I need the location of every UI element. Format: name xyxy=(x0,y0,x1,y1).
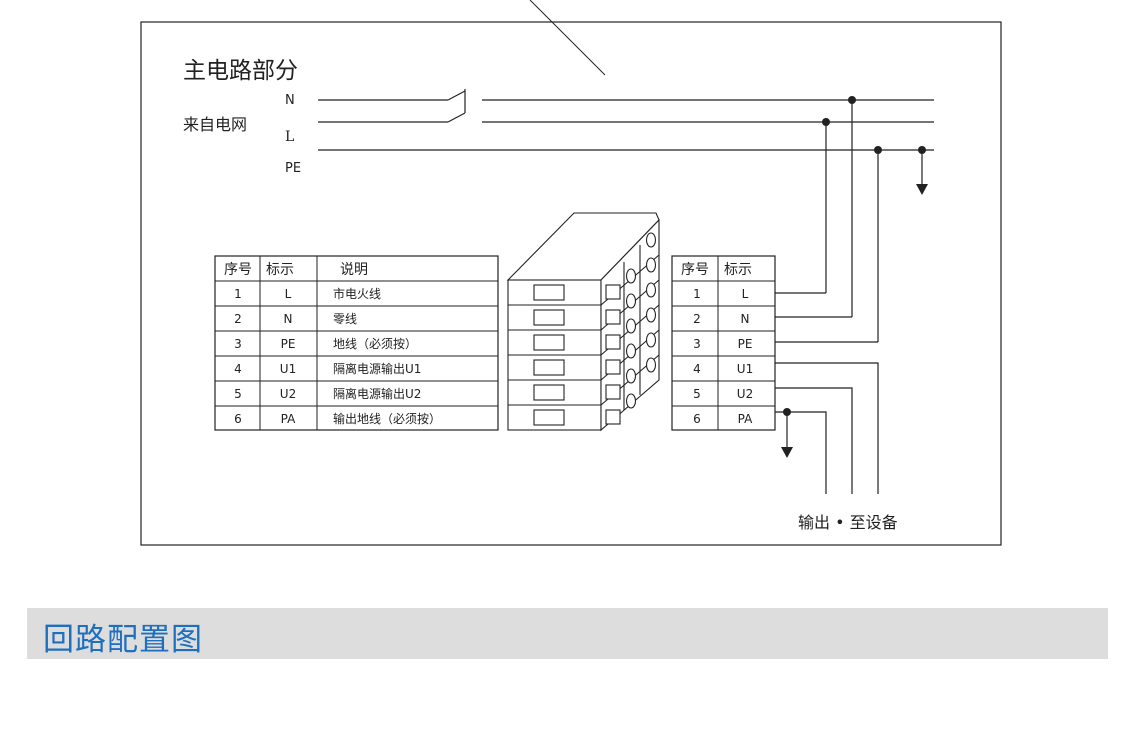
table-cell: 地线（必须按） xyxy=(333,337,417,351)
table-cell: PE xyxy=(281,337,296,351)
table-cell: 4 xyxy=(693,362,701,376)
table-cell: 输出地线（必须按） xyxy=(333,411,441,426)
table-cell: 2 xyxy=(234,312,242,326)
right-terminal-table: 序号 标示 1 L 2 N 3 PE 4 U1 5 U2 6 PA xyxy=(671,255,776,431)
table-cell: 6 xyxy=(693,412,701,426)
table-cell: 4 xyxy=(234,362,242,376)
table-cell: U1 xyxy=(737,362,753,376)
table-cell: 3 xyxy=(693,337,701,351)
table-cell: U1 xyxy=(280,362,296,376)
left-table-header-desc: 说明 xyxy=(340,262,368,278)
table-cell: PA xyxy=(281,412,296,426)
diagram-title: 主电路部分 xyxy=(183,58,298,84)
left-table-header-mark: 标示 xyxy=(266,262,294,278)
left-table-header-index: 序号 xyxy=(224,262,252,278)
section-title: 回路配置图 xyxy=(43,622,203,658)
line-label-pe: PE xyxy=(285,161,301,176)
right-table-header-index: 序号 xyxy=(681,262,709,278)
table-cell: L xyxy=(742,287,749,301)
table-cell: 隔离电源输出U1 xyxy=(333,361,421,376)
left-terminal-table: 序号 标示 说明 1 L 市电火线 2 N 零线 3 PE 地线（必须按） 4 … xyxy=(214,255,499,431)
supply-lines xyxy=(318,89,934,342)
line-label-n: N xyxy=(285,93,295,108)
table-cell: U2 xyxy=(737,387,753,401)
diagram-frame xyxy=(140,21,1002,546)
table-cell: 1 xyxy=(234,287,242,301)
table-cell: PA xyxy=(738,412,753,426)
wiring-diagram: 主电路部分 来自电网 N L PE 输出 • 至设备 xyxy=(140,0,1002,546)
table-cell: 零线 xyxy=(333,312,357,326)
output-wiring xyxy=(775,292,879,494)
junction-dots xyxy=(783,96,926,416)
table-cell: PE xyxy=(738,337,753,351)
right-table-header-mark: 标示 xyxy=(724,262,752,278)
table-cell: 隔离电源输出U2 xyxy=(333,386,421,401)
section-banner: 回路配置图 xyxy=(27,608,1108,659)
output-label: 输出 • 至设备 xyxy=(798,513,898,532)
table-cell: 6 xyxy=(234,412,242,426)
terminal-block-illustration xyxy=(506,212,660,432)
table-cell: U2 xyxy=(280,387,296,401)
source-label: 来自电网 xyxy=(183,115,247,134)
table-cell: 5 xyxy=(234,387,242,401)
table-cell: 1 xyxy=(693,287,701,301)
table-cell: 市电火线 xyxy=(333,286,381,301)
table-cell: 5 xyxy=(693,387,701,401)
table-cell: N xyxy=(284,312,293,326)
line-label-l: L xyxy=(285,129,294,145)
table-cell: N xyxy=(741,312,750,326)
table-cell: L xyxy=(285,287,292,301)
ground-arrow-icon xyxy=(781,447,793,458)
table-cell: 3 xyxy=(234,337,242,351)
leader-line xyxy=(529,0,606,76)
ground-arrow-icon xyxy=(916,184,928,195)
table-cell: 2 xyxy=(693,312,701,326)
